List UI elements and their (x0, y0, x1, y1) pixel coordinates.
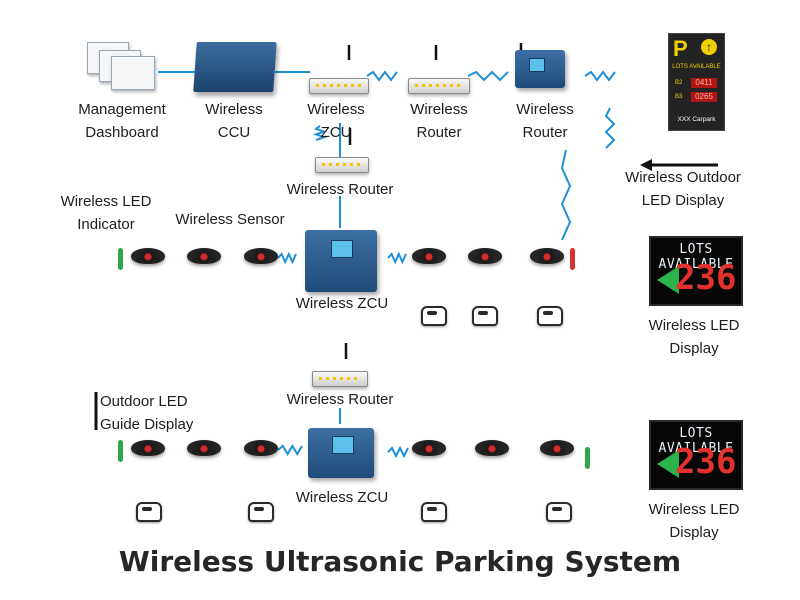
management-dashboard-label: Management Dashboard (70, 98, 174, 144)
arrowhead-icon (640, 159, 652, 171)
wireless-led-indicator-label: Wireless LED Indicator (54, 190, 158, 236)
router-top1-device (408, 78, 470, 94)
wireless-outdoor-led-line-1: Wireless Outdoor (625, 169, 741, 186)
ultrasonic-sensor-icon (540, 440, 574, 456)
wireless-ccu-device (193, 42, 277, 92)
led-display-1-count: 236 (675, 258, 737, 298)
ultrasonic-sensor-icon (412, 248, 446, 264)
wireless-router-top2-line-1: Wireless (516, 101, 574, 118)
sign-count-2: 0265 (691, 92, 717, 102)
led-display-2: LOTS AVAILABLE 236 (649, 420, 743, 490)
wireless-led-display-2-line-1: Wireless LED (648, 501, 740, 518)
led-indicator-green (118, 248, 123, 270)
parking-letter: P (673, 36, 688, 61)
sign-level-1: B2 (675, 80, 683, 86)
wireless-wave-icon (560, 149, 572, 241)
management-dashboard-line-2: Dashboard (85, 124, 159, 141)
wireless-zcu-top-label: Wireless ZCU (300, 98, 372, 144)
sign-level-2: B3 (675, 94, 683, 100)
wireless-zcu-2-label: Wireless ZCU (295, 489, 389, 506)
wireless-wave-icon (277, 444, 303, 456)
sign-lots-label: LOTS AVAILABLE (672, 64, 721, 70)
car-icon (472, 306, 498, 326)
router-top2-device (515, 50, 565, 88)
wireless-ccu-line-1: Wireless (205, 101, 263, 118)
led-indicator-red (570, 248, 575, 270)
led-indicator-green (118, 440, 123, 462)
wireless-router-top1-line-1: Wireless (410, 101, 468, 118)
wireless-wave-icon (467, 70, 509, 82)
ultrasonic-sensor-icon (244, 248, 278, 264)
outdoor-led-guide-line-1: Outdoor LED (100, 393, 188, 410)
wireless-led-display-1-line-2: Display (669, 340, 719, 357)
wireless-zcu-1-label: Wireless ZCU (295, 295, 389, 312)
ultrasonic-sensor-icon (412, 440, 446, 456)
led-display-1: LOTS AVAILABLE 236 (649, 236, 743, 306)
router-mid-device (315, 157, 369, 173)
zcu-top-device (309, 78, 369, 94)
ultrasonic-sensor-icon (131, 440, 165, 456)
wireless-router-mid-label: Wireless Router (286, 181, 394, 198)
green-left-arrow-icon (657, 450, 679, 478)
wireless-zcu-top-line-1: Wireless (307, 101, 365, 118)
car-icon (537, 306, 563, 326)
car-icon (248, 502, 274, 522)
led-indicator-green (585, 447, 590, 469)
wireless-wave-icon (312, 125, 328, 141)
wireless-led-indicator-line-1: Wireless LED (60, 193, 152, 210)
wireless-router-lower-label: Wireless Router (286, 391, 394, 408)
wireless-led-display-2-line-2: Display (669, 524, 719, 541)
wireless-wave-icon (604, 107, 616, 149)
car-icon (136, 502, 162, 522)
wireless-wave-icon (366, 70, 398, 82)
wireless-led-display-1-line-1: Wireless LED (648, 317, 740, 334)
wireless-led-display-2-label: Wireless LED Display (640, 498, 748, 544)
ultrasonic-sensor-icon (244, 440, 278, 456)
zcu-2-device (308, 428, 374, 478)
ultrasonic-sensor-icon (187, 248, 221, 264)
ultrasonic-sensor-icon (468, 248, 502, 264)
wireless-router-top1-label: Wireless Router (403, 98, 475, 144)
wireless-router-top2-line-2: Router (522, 124, 568, 141)
ultrasonic-sensor-icon (530, 248, 564, 264)
sign-brand: XXX Carpark (677, 116, 716, 123)
wireless-zcu-top-line-2: ZCU (320, 124, 352, 141)
ultrasonic-sensor-icon (131, 248, 165, 264)
wireless-router-top2-label: Wireless Router (509, 98, 581, 144)
wireless-wave-icon (584, 70, 616, 82)
green-left-arrow-icon (657, 266, 679, 294)
wireless-led-indicator-line-2: Indicator (77, 216, 135, 233)
wireless-outdoor-led-label: Wireless Outdoor LED Display (620, 166, 746, 212)
wireless-wave-icon (387, 445, 409, 459)
wireless-wave-group (277, 70, 616, 459)
ultrasonic-sensor-icon (475, 440, 509, 456)
zcu-1-device (305, 230, 377, 292)
car-icon (421, 502, 447, 522)
car-icon (421, 306, 447, 326)
wireless-led-display-1-label: Wireless LED Display (640, 314, 748, 360)
wireless-ccu-label: Wireless CCU (196, 98, 272, 144)
dashboard-screens-icon (87, 42, 155, 90)
led-display-2-count: 236 (675, 442, 737, 482)
wireless-sensor-label: Wireless Sensor (175, 211, 285, 228)
wireless-wave-icon (277, 251, 297, 265)
wireless-ccu-line-2: CCU (217, 124, 251, 141)
up-arrow-icon: ↑ (701, 39, 717, 55)
outdoor-led-guide-label: Outdoor LED Guide Display (100, 390, 204, 436)
car-icon (546, 502, 572, 522)
router-lower-device (312, 371, 368, 387)
management-dashboard-line-1: Management (78, 101, 166, 118)
wireless-router-top1-line-2: Router (416, 124, 462, 141)
outdoor-led-sign: P ↑ LOTS AVAILABLE B2 0411 B3 0265 XXX C… (668, 33, 725, 131)
wireless-outdoor-led-line-2: LED Display (641, 192, 725, 209)
wireless-wave-icon (387, 251, 407, 265)
ultrasonic-sensor-icon (187, 440, 221, 456)
outdoor-led-guide-line-2: Guide Display (100, 416, 194, 433)
sign-count-1: 0411 (691, 78, 717, 88)
diagram-title: Wireless Ultrasonic Parking System (118, 545, 682, 578)
